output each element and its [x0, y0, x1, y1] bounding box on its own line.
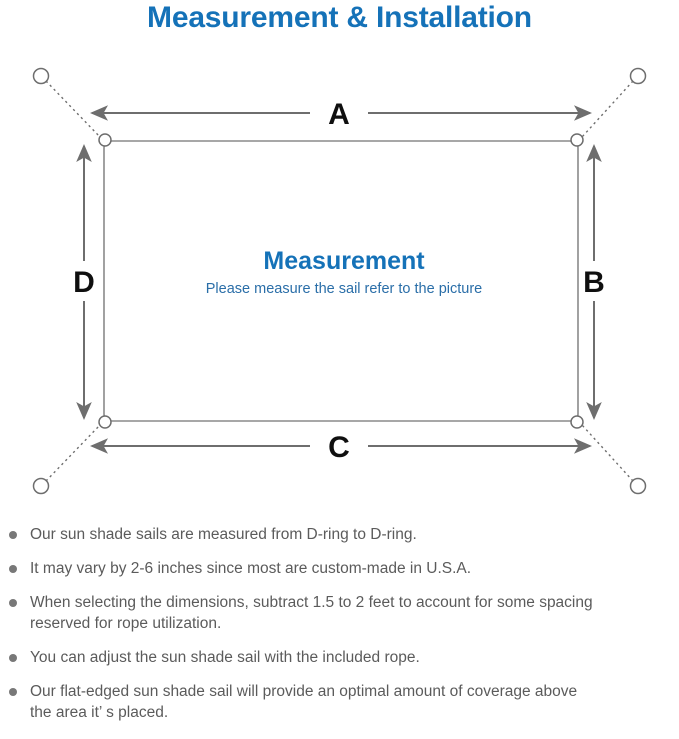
- bullet-icon: [9, 688, 17, 696]
- list-item: Our flat-edged sun shade sail will provi…: [0, 681, 679, 723]
- list-item: It may vary by 2-6 inches since most are…: [0, 558, 679, 579]
- list-item-text: Our sun shade sails are measured from D-…: [30, 526, 417, 543]
- rope-line-top-left: [45, 80, 101, 138]
- diagram-center-title: Measurement: [263, 247, 425, 275]
- dimension-label-bottom: C: [328, 431, 350, 464]
- list-item-text: Our flat-edged sun shade sail will provi…: [30, 683, 578, 721]
- list-item-text: It may vary by 2-6 inches since most are…: [30, 560, 472, 577]
- d-ring-top-right: [570, 133, 584, 147]
- list-item-text: You can adjust the sun shade sail with t…: [30, 649, 420, 666]
- dimension-label-left: D: [73, 266, 95, 299]
- anchor-top-right: [629, 67, 647, 85]
- d-ring-bottom-left: [98, 415, 112, 429]
- anchor-bottom-left: [32, 477, 50, 495]
- bullet-icon: [9, 565, 17, 573]
- bullet-icon: [9, 599, 17, 607]
- measurement-diagram: A C D B Measurement Please measure the s…: [0, 40, 679, 520]
- list-item: Our sun shade sails are measured from D-…: [0, 524, 679, 545]
- anchor-top-left: [32, 67, 50, 85]
- d-ring-bottom-right: [570, 415, 584, 429]
- rope-line-bottom-right: [581, 424, 634, 482]
- rope-line-top-right: [581, 80, 634, 138]
- list-item: You can adjust the sun shade sail with t…: [0, 647, 679, 668]
- page-title: Measurement & Installation: [147, 1, 532, 34]
- diagram-center-subtitle: Please measure the sail refer to the pic…: [206, 281, 482, 297]
- dimension-label-top: A: [328, 98, 350, 131]
- bullet-icon: [9, 531, 17, 539]
- dimension-label-right: B: [583, 266, 605, 299]
- sail-rectangle: [103, 140, 579, 422]
- list-item-text: When selecting the dimensions, subtract …: [30, 594, 593, 632]
- d-ring-top-left: [98, 133, 112, 147]
- bullet-icon: [9, 654, 17, 662]
- rope-line-bottom-left: [45, 424, 101, 482]
- list-item: When selecting the dimensions, subtract …: [0, 592, 679, 634]
- notes-list: Our sun shade sails are measured from D-…: [0, 524, 679, 736]
- anchor-bottom-right: [629, 477, 647, 495]
